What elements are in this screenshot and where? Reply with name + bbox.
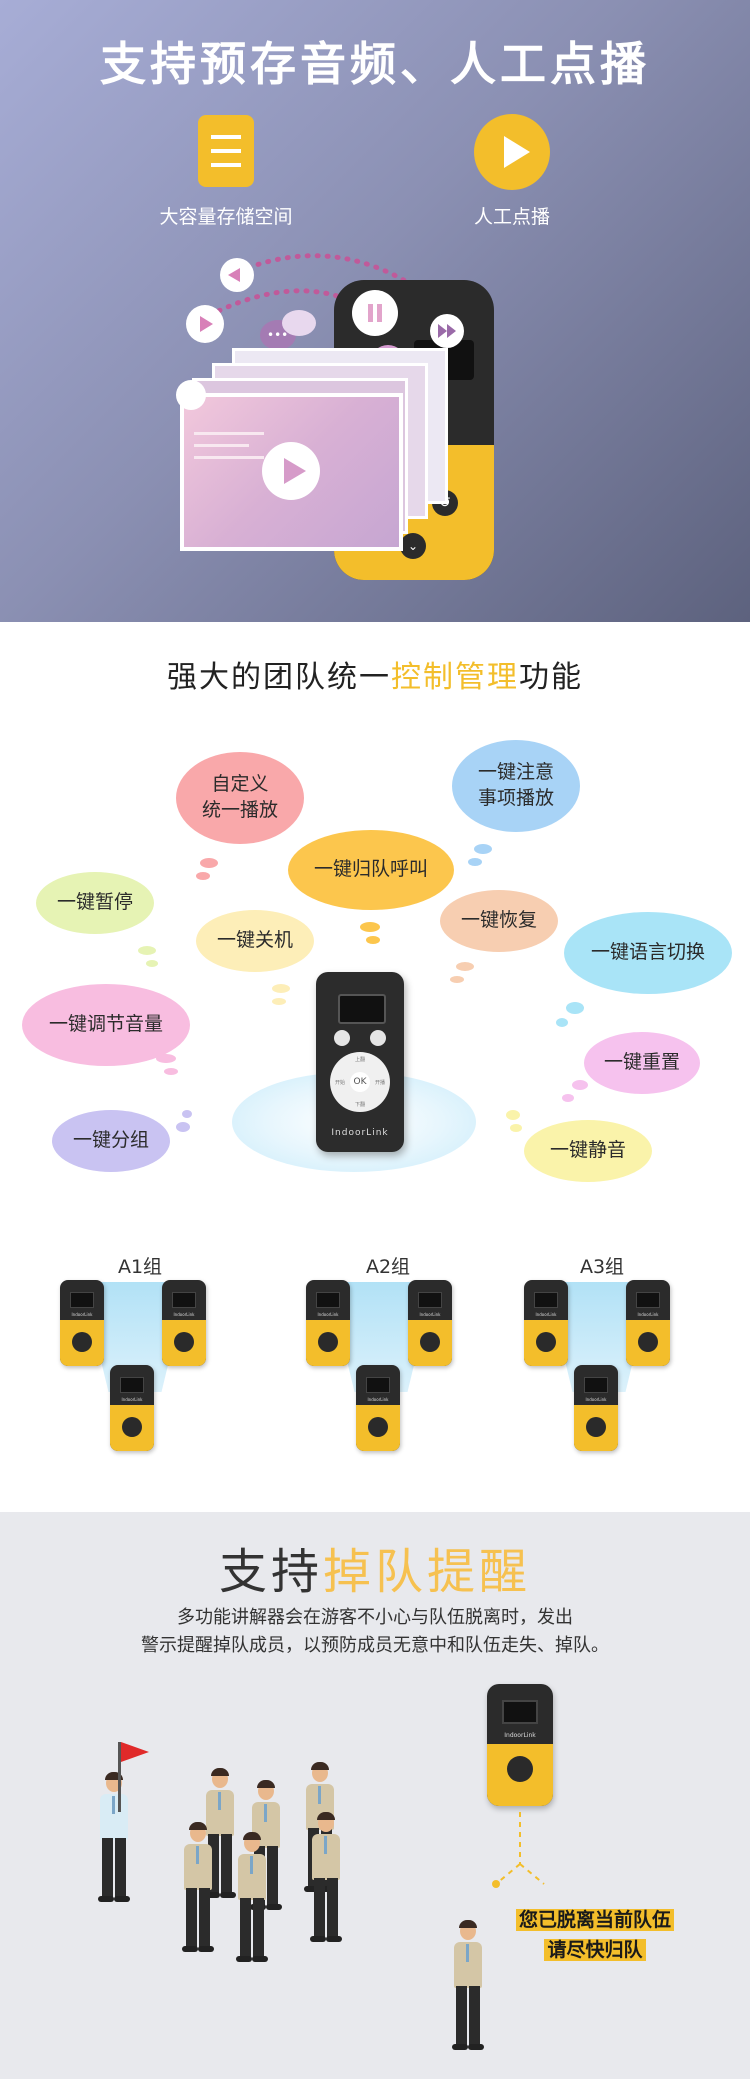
flag-pole xyxy=(118,1742,121,1812)
alert-section: 支持掉队提醒 多功能讲解器会在游客不小心与队伍脱离时，发出 警示提醒掉队成员，以… xyxy=(0,1512,750,2079)
tourist xyxy=(306,1812,346,1944)
group-receiver: IndoorLink xyxy=(356,1365,400,1451)
alert-line-1: 您已脱离当前队伍 xyxy=(515,1909,674,1931)
bubble-language-switch: 一键语言切换 xyxy=(564,912,732,994)
section3-title: 支持掉队提醒 xyxy=(0,1532,750,1602)
small-play-icon xyxy=(186,305,224,343)
section3-description: 多功能讲解器会在游客不小心与队伍脱离时，发出 警示提醒掉队成员，以预防成员无意中… xyxy=(0,1604,750,1660)
fast-forward-icon xyxy=(430,314,464,348)
tour-guide xyxy=(94,1772,134,1904)
slash-icon xyxy=(176,380,206,410)
description-line-1: 多功能讲解器会在游客不小心与队伍脱离时，发出 xyxy=(177,1607,573,1628)
group-receiver: IndoorLink xyxy=(574,1365,618,1451)
signal-lines xyxy=(492,1812,545,1888)
title-part-3: 功能 xyxy=(519,660,583,695)
group-label-a1: A1组 xyxy=(117,1256,163,1278)
dotted-arcs xyxy=(207,253,423,333)
group-receiver: IndoorLink xyxy=(60,1280,104,1366)
remote-device: OK 上翻 下翻 开始 开播 IndoorLink xyxy=(316,972,404,1152)
bubble-shutdown: 一键关机 xyxy=(196,910,314,972)
down-label: 下翻 xyxy=(354,1102,365,1108)
chat-bubble-icon xyxy=(282,310,316,336)
tourist xyxy=(232,1832,272,1964)
flag-icon xyxy=(121,1742,149,1762)
ok-button[interactable]: OK xyxy=(350,1072,370,1092)
title-part-1: 强大的团队统一 xyxy=(167,660,391,695)
title-highlight-alert: 掉队提醒 xyxy=(323,1544,532,1600)
group-receiver: IndoorLink xyxy=(408,1280,452,1366)
video-card-front[interactable] xyxy=(180,393,403,551)
list-icon xyxy=(198,115,254,187)
alert-receiver-brand: IndoorLink xyxy=(504,1732,536,1739)
remote-button-left[interactable] xyxy=(334,1030,350,1046)
team-control-section: 强大的团队统一控制管理功能 自定义 统一播放 一键注意 事项播放 一键归队呼叫 … xyxy=(0,622,750,1512)
remote-dpad[interactable]: OK 上翻 下翻 开始 开播 xyxy=(330,1052,390,1112)
group-receiver: IndoorLink xyxy=(110,1365,154,1451)
alert-line-2: 请尽快归队 xyxy=(544,1939,646,1961)
remote-screen xyxy=(338,994,386,1024)
bubble-mute: 一键静音 xyxy=(524,1120,652,1182)
pause-icon xyxy=(352,290,398,336)
bubble-volume: 一键调节音量 xyxy=(22,984,190,1066)
stray-tourist xyxy=(448,1920,488,2052)
right-label: 开播 xyxy=(374,1080,385,1086)
title-highlight: 控制管理 xyxy=(391,660,519,695)
left-label: 开始 xyxy=(334,1080,345,1086)
bubble-group: 一键分组 xyxy=(52,1110,170,1172)
rewind-icon xyxy=(220,258,254,292)
storage-section: 支持预存音频、人工点播 大容量存储空间 人工点播 ↺ ⌄ ••• xyxy=(0,0,750,622)
up-label: 上翻 xyxy=(354,1057,365,1063)
remote-brand: IndoorLink xyxy=(331,1128,389,1138)
group-receiver: IndoorLink xyxy=(162,1280,206,1366)
video-play-icon[interactable] xyxy=(262,442,320,500)
group-receiver: IndoorLink xyxy=(306,1280,350,1366)
tourist xyxy=(200,1768,240,1900)
play-icon xyxy=(474,114,550,190)
bubble-regroup-call: 一键归队呼叫 xyxy=(288,830,454,910)
feature-label-storage: 大容量存储空间 xyxy=(159,206,293,228)
alert-message: 您已脱离当前队伍 请尽快归队 xyxy=(480,1905,710,1965)
feature-label-ondemand: 人工点播 xyxy=(473,206,550,228)
description-line-2: 警示提醒掉队成员，以预防成员无意中和队伍走失、掉队。 xyxy=(141,1635,609,1656)
alert-receiver-keypad xyxy=(507,1756,533,1782)
tourist xyxy=(178,1822,218,1954)
group-receiver: IndoorLink xyxy=(626,1280,670,1366)
group-receiver: IndoorLink xyxy=(524,1280,568,1366)
section2-title: 强大的团队统一控制管理功能 xyxy=(0,652,750,696)
bubble-pause: 一键暂停 xyxy=(36,872,154,934)
group-label-a3: A3组 xyxy=(579,1256,625,1278)
alert-receiver: IndoorLink xyxy=(487,1684,553,1806)
bubble-notice-play: 一键注意 事项播放 xyxy=(452,740,580,832)
chevron-down-icon: ⌄ xyxy=(400,533,426,559)
bubble-reset: 一键重置 xyxy=(584,1032,700,1094)
bubble-resume: 一键恢复 xyxy=(440,890,558,952)
bubble-custom-play: 自定义 统一播放 xyxy=(176,752,304,844)
remote-button-right[interactable] xyxy=(370,1030,386,1046)
title-part-support: 支持 xyxy=(218,1544,323,1600)
group-label-a2: A2组 xyxy=(365,1256,411,1278)
section1-title: 支持预存音频、人工点播 xyxy=(100,37,650,91)
